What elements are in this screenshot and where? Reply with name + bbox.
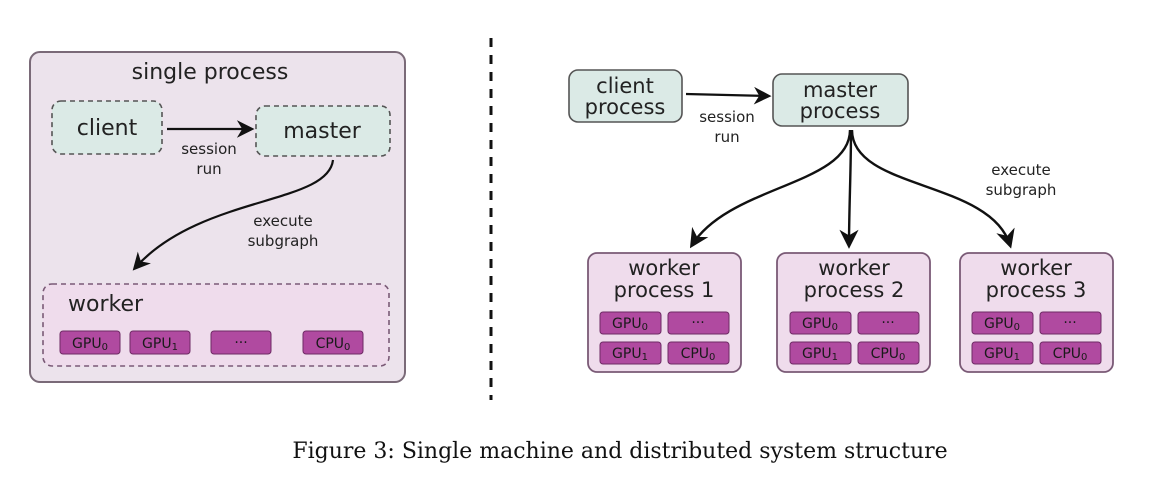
left-device-cpu0: CPU0	[302, 330, 364, 355]
right-execute-label-1: execute	[991, 161, 1050, 179]
svg-text:···: ···	[691, 315, 704, 331]
svg-text:GPU0: GPU0	[984, 316, 1020, 333]
right-execute-arrow-2	[839, 129, 859, 249]
worker-2-device-cpu0: CPU0	[857, 341, 920, 365]
worker-2-device-gpu0: GPU0	[789, 311, 852, 335]
left-execute-arrow	[132, 159, 335, 271]
worker-process-1: worker process 1 GPU0 ··· GPU1 CPU0	[587, 252, 742, 373]
svg-text:···: ···	[881, 315, 894, 331]
svg-text:GPU1: GPU1	[612, 346, 648, 363]
svg-text:GPU1: GPU1	[142, 336, 178, 353]
svg-text:···: ···	[1063, 315, 1076, 331]
worker-2-title-2: process 2	[804, 278, 905, 302]
worker-1-device-cpu0: CPU0	[667, 341, 730, 365]
worker-1-device-gpu0: GPU0	[599, 311, 662, 335]
left-session-label-1: session	[181, 140, 237, 158]
right-session-label-1: session	[699, 108, 755, 126]
left-device-ellipsis: ···	[210, 330, 272, 355]
svg-text:GPU0: GPU0	[72, 336, 108, 353]
svg-text:···: ···	[234, 335, 247, 351]
svg-text:CPU0: CPU0	[1053, 346, 1088, 363]
worker-process-3: worker process 3 GPU0 ··· GPU1 CPU0	[959, 252, 1114, 373]
left-client-label: client	[77, 116, 138, 141]
left-execute-label-1: execute	[253, 212, 312, 230]
svg-text:GPU1: GPU1	[802, 346, 838, 363]
right-execute-label-2: subgraph	[986, 181, 1057, 199]
right-execute-arrow-1	[689, 129, 852, 249]
svg-text:GPU1: GPU1	[984, 346, 1020, 363]
right-session-arrow	[685, 86, 772, 105]
svg-text:CPU0: CPU0	[316, 336, 351, 353]
left-execute-label-2: subgraph	[248, 232, 319, 250]
right-session-label-2: run	[714, 128, 739, 146]
worker-1-device-gpu1: GPU1	[599, 341, 662, 365]
worker-3-title-1: worker	[1000, 256, 1072, 280]
left-worker-label: worker	[68, 292, 144, 317]
left-device-gpu1: GPU1	[129, 330, 191, 355]
right-master-label-2: process	[800, 99, 881, 123]
worker-2-device-ellipsis: ···	[857, 311, 920, 335]
worker-1-device-ellipsis: ···	[667, 311, 730, 335]
left-client-box	[51, 100, 163, 155]
worker-1-title-1: worker	[628, 256, 700, 280]
right-client-label-2: process	[585, 95, 666, 119]
right-master-box	[772, 73, 909, 127]
single-process-title: single process	[132, 60, 289, 85]
worker-3-device-gpu1: GPU1	[971, 341, 1034, 365]
worker-1-title-2: process 1	[614, 278, 715, 302]
worker-3-device-cpu0: CPU0	[1039, 341, 1102, 365]
worker-3-title-2: process 3	[986, 278, 1087, 302]
right-client-box	[568, 69, 683, 123]
svg-text:GPU0: GPU0	[612, 316, 648, 333]
svg-text:CPU0: CPU0	[871, 346, 906, 363]
figure-caption: Figure 3: Single machine and distributed…	[292, 439, 947, 464]
worker-process-2: worker process 2 GPU0 ··· GPU1 CPU0	[776, 252, 931, 373]
worker-2-title-1: worker	[818, 256, 890, 280]
worker-3-device-gpu0: GPU0	[971, 311, 1034, 335]
right-execute-arrow-3	[850, 129, 1015, 249]
worker-3-device-ellipsis: ···	[1039, 311, 1102, 335]
svg-text:GPU0: GPU0	[802, 316, 838, 333]
svg-text:CPU0: CPU0	[681, 346, 716, 363]
left-device-gpu0: GPU0	[59, 330, 121, 355]
right-master-label-1: master	[803, 78, 877, 102]
left-master-label: master	[283, 119, 362, 144]
worker-2-device-gpu1: GPU1	[789, 341, 852, 365]
left-master-box	[255, 105, 391, 157]
right-client-label-1: client	[596, 74, 654, 98]
left-session-label-2: run	[196, 160, 221, 178]
